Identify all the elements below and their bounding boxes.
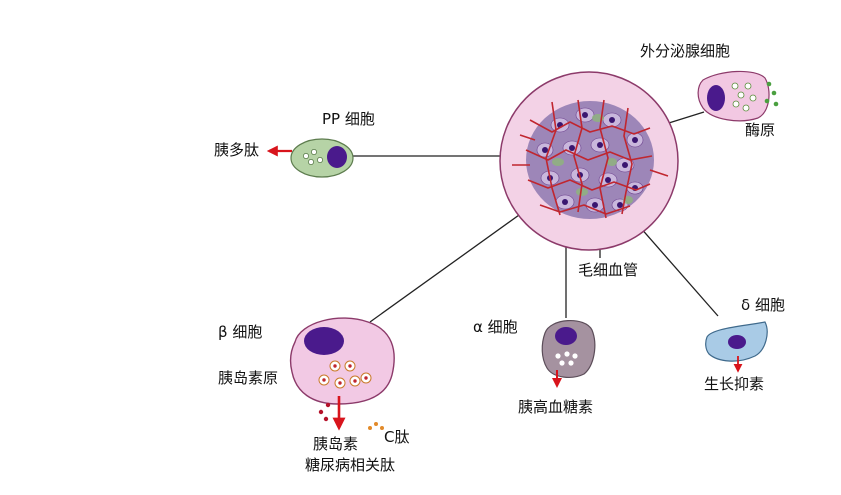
c-peptide-label: C肽 bbox=[384, 428, 410, 446]
exocrine-cell bbox=[697, 70, 779, 122]
exocrine-cell-label: 外分泌腺细胞 bbox=[640, 42, 731, 60]
somatostatin-label: 生长抑素 bbox=[704, 375, 765, 393]
delta-cell bbox=[705, 321, 768, 362]
connector-beta bbox=[369, 209, 527, 323]
pancreatic-polypeptide-label: 胰多肽 bbox=[214, 141, 260, 159]
capillary-label: 毛细血管 bbox=[578, 261, 639, 279]
pp-cell bbox=[290, 138, 354, 178]
zymogen-label: 酶原 bbox=[745, 121, 776, 139]
capillary-network bbox=[512, 99, 669, 219]
glucagon-label: 胰高血糖素 bbox=[518, 398, 594, 416]
pp-cell-label: PP 细胞 bbox=[322, 110, 375, 128]
insulin-granules bbox=[318, 402, 331, 422]
proinsulin-label: 胰岛素原 bbox=[218, 369, 279, 387]
alpha-cell-label: α 细胞 bbox=[473, 318, 518, 336]
c-peptide-granules bbox=[368, 422, 384, 430]
islet bbox=[499, 71, 679, 251]
insulin-label: 胰岛素 bbox=[313, 435, 359, 453]
amylin-label: 糖尿病相关肽 bbox=[305, 456, 396, 474]
alpha-cell bbox=[541, 319, 596, 378]
beta-cell-label: β 细胞 bbox=[218, 323, 263, 341]
beta-cell bbox=[289, 317, 395, 405]
delta-cell-label: δ 细胞 bbox=[741, 296, 785, 314]
